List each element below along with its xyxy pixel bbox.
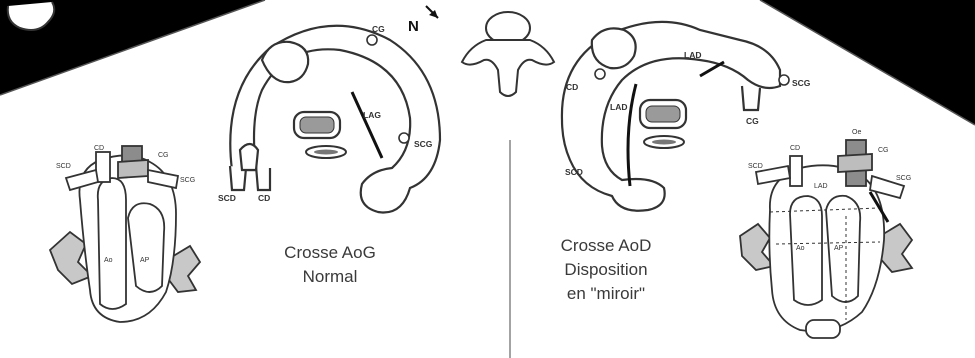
right-arch-lad-label: LAD — [610, 102, 627, 112]
right-heart-ap-label: AP — [834, 245, 844, 252]
left-arch-scg-label: SCG — [414, 139, 433, 149]
right-trachea-inner — [646, 106, 680, 122]
left-heart-scd-label: SCD — [56, 163, 71, 170]
north-label: N — [408, 18, 419, 35]
right-arch-cg-label: CG — [746, 116, 759, 126]
right-caption-line2: Disposition — [564, 260, 647, 279]
left-cg-circle — [367, 35, 377, 45]
right-caption-line1: Crosse AoD — [561, 236, 652, 255]
right-heart-scg-label: SCG — [896, 175, 911, 182]
right-heart-oe-label: Oe — [852, 129, 861, 136]
left-arch-scd-label: SCD — [218, 193, 236, 203]
right-arch-scd-label: SCD — [565, 167, 583, 177]
left-arch-lag-label: LAG — [363, 110, 381, 120]
left-heart-cd-label: CD — [94, 145, 104, 152]
right-heart-scd-label: SCD — [748, 163, 763, 170]
left-heart-cg-label: CG — [158, 152, 169, 159]
left-trachea-inner — [300, 117, 334, 133]
left-heart-ap-label: AP — [140, 257, 150, 264]
right-arch-cd-label: CD — [566, 82, 578, 92]
left-caption-line1: Crosse AoG — [284, 243, 376, 262]
right-heart-cg-label: CG — [878, 147, 889, 154]
right-caption-line3: en "miroir" — [567, 284, 645, 303]
right-heart-lad-label: LAD — [814, 183, 828, 190]
right-arch-scg-label: SCG — [792, 78, 811, 88]
left-caption-line2: Normal — [303, 267, 358, 286]
left-esophagus-inner — [314, 150, 338, 155]
left-arch-cd-label: CD — [258, 193, 270, 203]
right-scg-circle — [779, 75, 789, 85]
left-arch-cg-label: CG — [372, 24, 385, 34]
right-cd-circle — [595, 69, 605, 79]
right-heart-ao-label: Ao — [796, 245, 805, 252]
right-arch-lad-top-label: LAD — [684, 50, 701, 60]
fragment-shape — [8, 2, 55, 30]
right-heart-cd-label: CD — [790, 145, 800, 152]
left-heart-ao-label: Ao — [104, 257, 113, 264]
left-scg-circle — [399, 133, 409, 143]
left-heart-scg-label: SCG — [180, 177, 195, 184]
right-esophagus-inner — [652, 140, 676, 145]
